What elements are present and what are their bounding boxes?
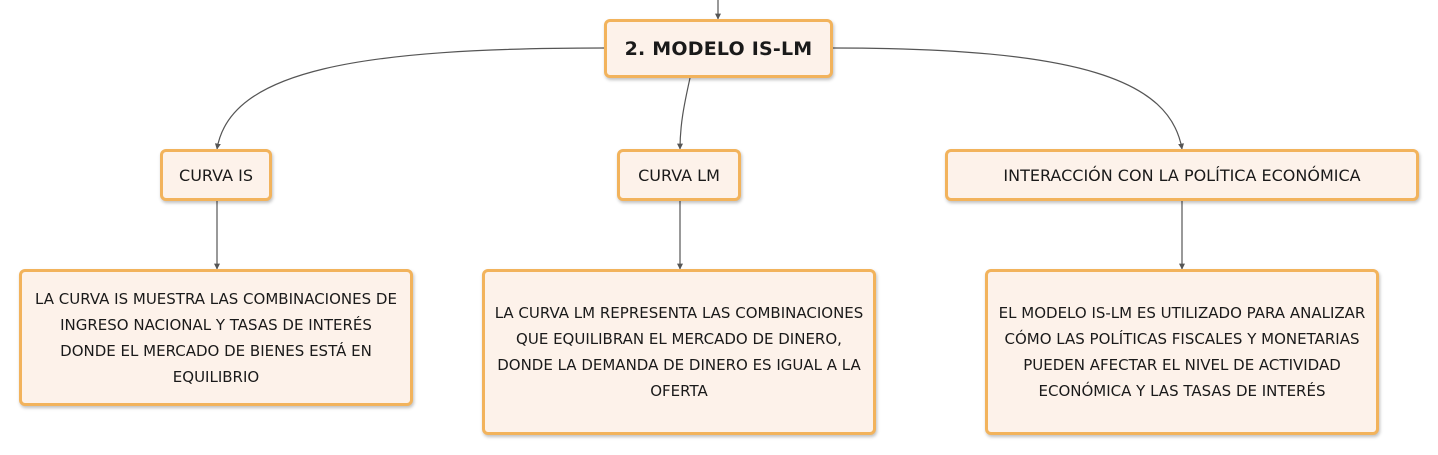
node-curva-lm[interactable]: CURVA LM (617, 149, 741, 201)
curva-lm-description-text: LA CURVA LM REPRESENTA LAS COMBINACIONES… (494, 304, 864, 400)
node-interaccion-politica-label: INTERACCIÓN CON LA POLÍTICA ECONÓMICA (1003, 165, 1361, 185)
node-curva-lm-label: CURVA LM (638, 165, 720, 185)
node-interaccion-politica[interactable]: INTERACCIÓN CON LA POLÍTICA ECONÓMICA (945, 149, 1419, 201)
curva-is-description-text: LA CURVA IS MUESTRA LAS COMBINACIONES DE… (35, 289, 397, 386)
node-curva-is-description[interactable]: LA CURVA IS MUESTRA LAS COMBINACIONES DE… (19, 269, 413, 406)
node-curva-is-label: CURVA IS (179, 165, 253, 185)
connector-root-to-curva-is (214, 47, 605, 150)
connector-root-to-interaccion (832, 47, 1185, 150)
root-node-label: 2. MODELO IS-LM (624, 37, 813, 60)
connector-root-to-curva-lm (677, 77, 691, 150)
interaccion-description-text: EL MODELO IS-LM ES UTILIZADO PARA ANALIZ… (998, 304, 1366, 400)
root-node-modelo-is-lm[interactable]: 2. MODELO IS-LM (604, 19, 833, 78)
node-interaccion-description[interactable]: EL MODELO IS-LM ES UTILIZADO PARA ANALIZ… (985, 269, 1379, 435)
node-curva-is[interactable]: CURVA IS (160, 149, 272, 201)
node-curva-lm-description[interactable]: LA CURVA LM REPRESENTA LAS COMBINACIONES… (482, 269, 876, 435)
